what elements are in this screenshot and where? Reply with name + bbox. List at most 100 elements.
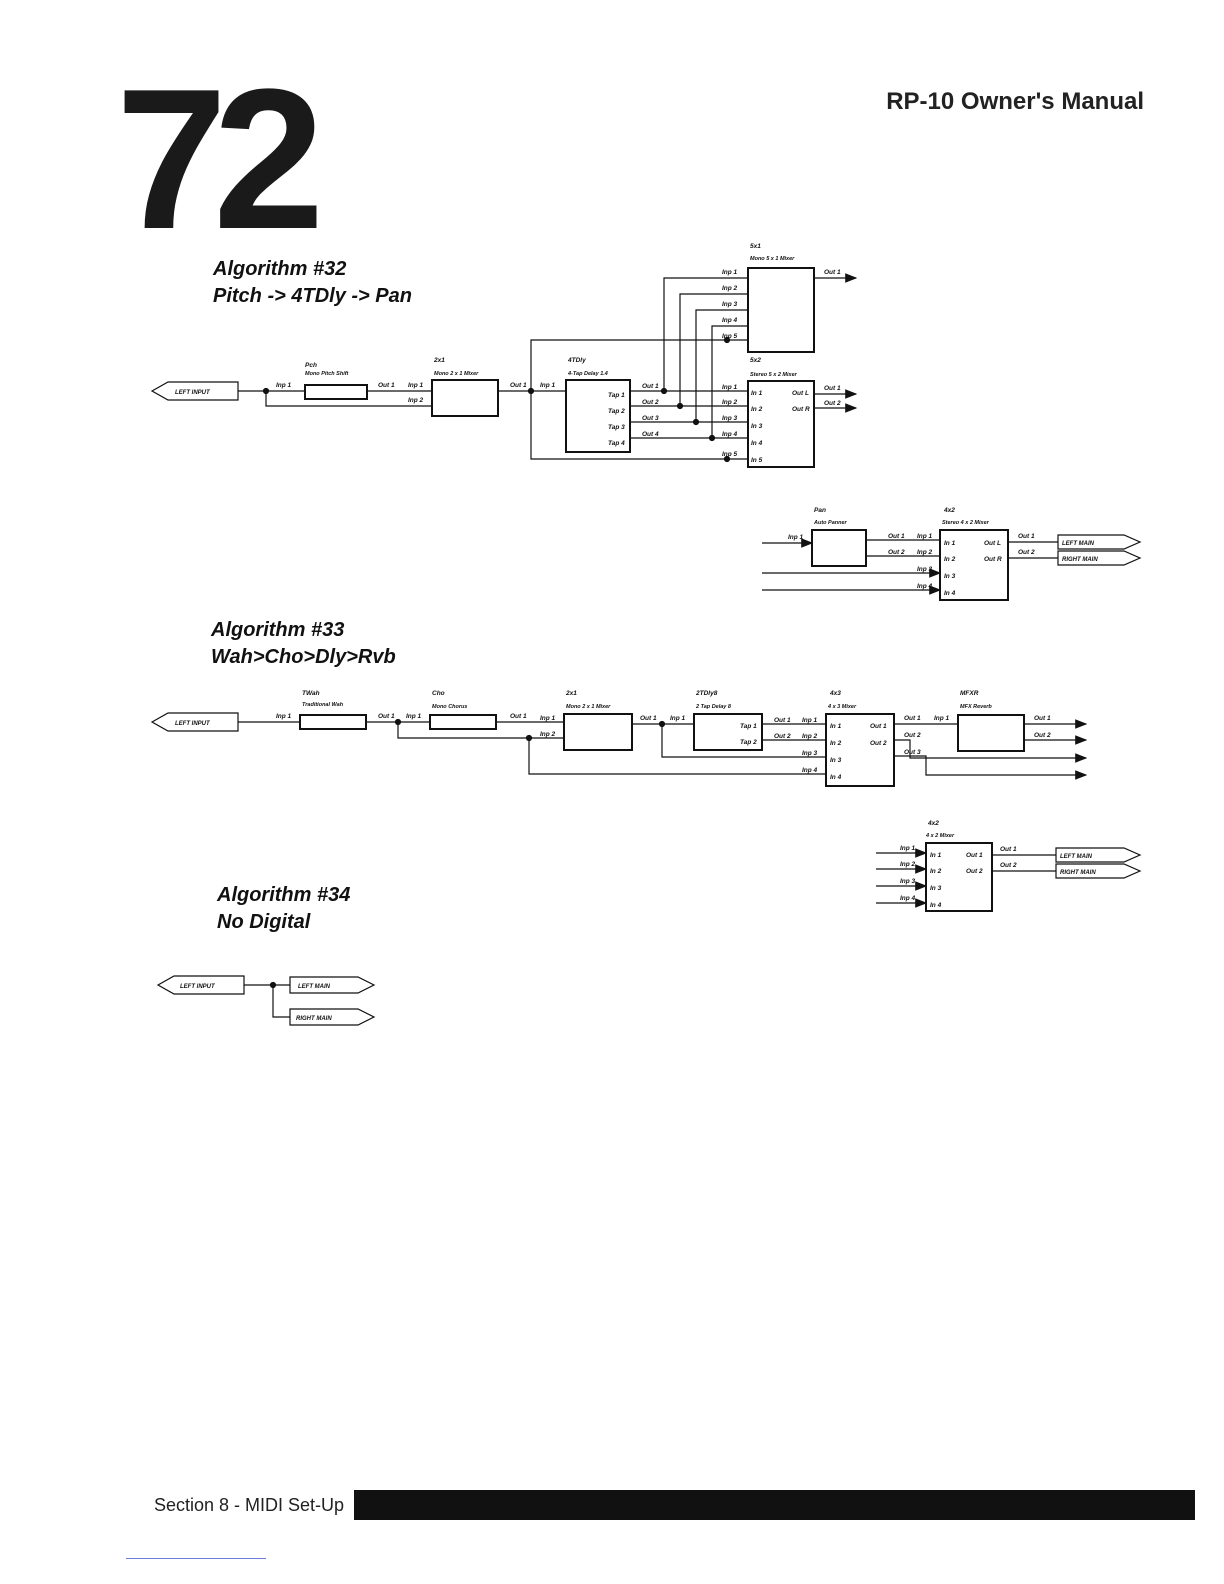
port-label: Inp 4 [917,583,933,590]
port-label: Inp 3 [722,415,738,422]
left-main-connector [1055,847,1142,863]
port-label: Inp 1 [722,384,738,391]
port-label: Out 1 [774,717,791,724]
left-main-label: LEFT MAIN [298,984,331,990]
left-main-connector [289,976,376,994]
algorithm-32-labels: LEFT INPUT Inp 1 Pch Mono Pitch Shift Ou… [175,243,1098,597]
port-label: Out 2 [1034,732,1051,739]
block-name-label: Mono 2 x 1 Mixer [566,704,611,710]
port-label: Out 1 [870,723,887,730]
port-label: Out 4 [642,431,659,438]
port-label: In 2 [830,740,842,747]
block-short-label: 5x2 [750,357,761,364]
block-short-label: MFXR [960,690,979,697]
block-name-label: Auto Panner [813,520,848,526]
section-footer: Section 8 - MIDI Set-Up [150,1490,355,1520]
port-label: Inp 3 [900,878,916,885]
port-label: Out 2 [774,733,791,740]
right-main-connector [1055,863,1142,879]
port-label: In 5 [751,457,763,464]
port-label: In 1 [751,390,763,397]
port-label: Out R [792,406,810,413]
port-label: Inp 2 [722,285,738,292]
port-label: In 3 [830,757,842,764]
port-label: Out 1 [1018,533,1035,540]
port-label: In 4 [751,440,763,447]
port-label: Inp 4 [900,895,916,902]
port-label: Out 2 [1000,862,1017,869]
block-name-label: Stereo 4 x 2 Mixer [942,520,990,526]
block-name-label: Mono Pitch Shift [305,371,350,377]
manual-title: RP-10 Owner's Manual [886,88,1144,115]
port-label: Inp 1 [276,382,292,389]
port-label: Tap 2 [608,408,625,415]
four-tap-delay-block [565,379,631,453]
algorithm-34-title: Algorithm #34 No Digital [217,882,350,936]
pitch-shift-block [304,384,368,400]
port-label: Out 2 [888,549,905,556]
mono-5x1-mixer-block [747,267,815,353]
block-name-label: 4 x 2 Mixer [925,833,955,839]
block-short-label: 4x2 [927,820,939,827]
port-label: Out 1 [966,852,983,859]
block-short-label: 2x1 [433,357,445,364]
port-label: Inp 2 [408,397,424,404]
right-main-label: RIGHT MAIN [1060,870,1096,876]
port-label: Out 2 [966,868,983,875]
port-label: Out 1 [1034,715,1051,722]
port-label: Tap 2 [740,739,757,746]
block-short-label: Pan [814,507,826,514]
algorithm-heading: Algorithm #33 [211,619,345,641]
left-main-label: LEFT MAIN [1062,541,1095,547]
port-label: Inp 3 [722,301,738,308]
port-label: Inp 1 [406,713,422,720]
port-label: In 1 [930,852,942,859]
algorithm-34-labels: LEFT INPUT LEFT MAIN RIGHT MAIN [180,984,332,1022]
right-main-label: RIGHT MAIN [1062,557,1098,563]
port-label: Inp 1 [670,715,686,722]
port-label: Inp 2 [802,733,818,740]
algorithm-34-diagram [156,975,376,1026]
algorithm-heading: Algorithm #34 [217,884,351,906]
port-label: Inp 2 [722,399,738,406]
port-label: Inp 4 [802,767,818,774]
port-label: In 1 [944,540,956,547]
port-label: Out 1 [642,383,659,390]
port-label: Out 2 [642,399,659,406]
left-main-label: LEFT MAIN [1060,854,1093,860]
port-label: In 3 [751,423,763,430]
port-label: Inp 1 [900,845,916,852]
block-short-label: 4x2 [943,507,955,514]
port-label: Inp 1 [788,534,804,541]
block-name-label: Mono 5 x 1 Mixer [750,256,795,262]
port-label: Out 3 [904,749,921,756]
port-label: Inp 5 [722,451,738,458]
block-short-label: TWah [302,690,320,697]
left-input-label: LEFT INPUT [180,984,216,990]
block-name-label: Stereo 5 x 2 Mixer [750,372,798,378]
port-label: In 4 [830,774,842,781]
port-label: Out 1 [824,385,841,392]
port-label: In 2 [751,406,763,413]
port-label: In 3 [944,573,956,580]
left-input-label: LEFT INPUT [175,721,211,727]
block-name-label: 4-Tap Delay 1.4 [567,371,608,377]
port-label: Inp 1 [276,713,292,720]
mono-2x1-mixer-block [431,379,499,417]
algorithm-33-diagram [150,712,1142,912]
port-label: Inp 2 [540,731,556,738]
port-label: Out 1 [510,713,527,720]
block-short-label: 4TDly [567,357,586,364]
port-label: Out L [984,540,1001,547]
block-short-label: 5x1 [750,243,761,250]
block-short-label: Cho [432,690,445,697]
port-label: Inp 4 [722,431,738,438]
port-label: Out 2 [904,732,921,739]
port-label: Out 3 [642,415,659,422]
mono-2x1-mixer-block [563,713,633,751]
port-label: Tap 1 [608,392,625,399]
port-label: Out 2 [1018,549,1035,556]
port-label: Inp 1 [934,715,950,722]
port-label: Out 1 [888,533,905,540]
